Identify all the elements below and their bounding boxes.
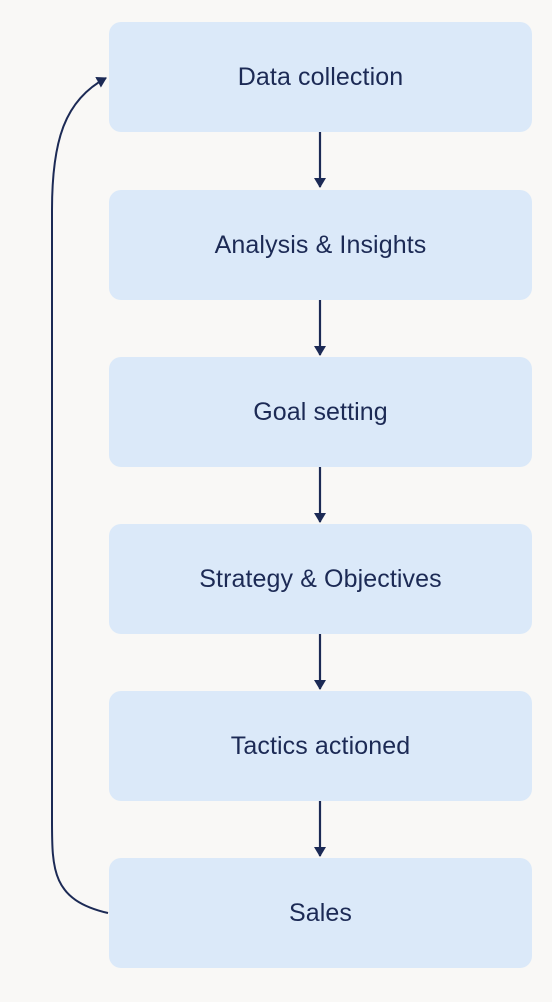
node-label: Analysis & Insights [214,230,427,259]
node-label: Goal setting [253,397,388,426]
node-data-collection: Data collection [109,22,532,132]
loop-arrow-sales-to-data-collection [51,76,109,914]
node-goal-setting: Goal setting [109,357,532,467]
node-strategy-objectives: Strategy & Objectives [109,524,532,634]
node-label: Tactics actioned [230,731,411,760]
node-tactics-actioned: Tactics actioned [109,691,532,801]
node-sales: Sales [109,858,532,968]
node-analysis-insights: Analysis & Insights [109,190,532,300]
node-label: Sales [288,898,353,927]
node-label: Data collection [237,62,404,91]
node-label: Strategy & Objectives [199,564,442,593]
